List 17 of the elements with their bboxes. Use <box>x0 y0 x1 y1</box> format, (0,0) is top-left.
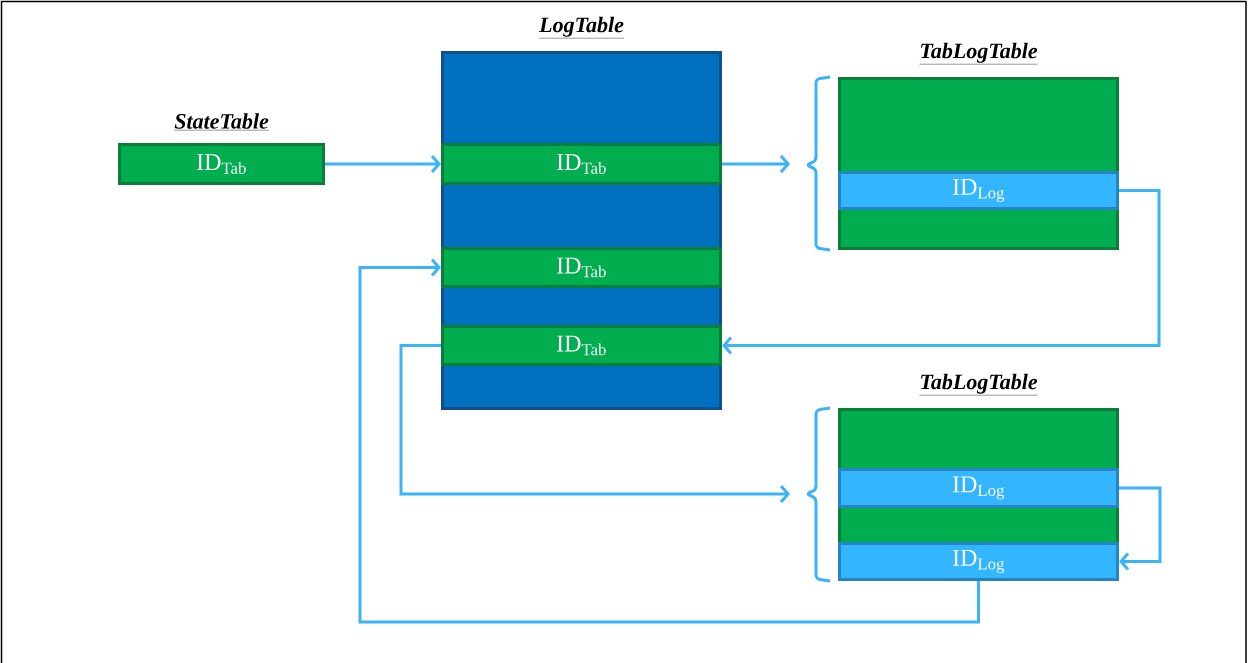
table-title: TabLogTable <box>919 42 1038 65</box>
arrow <box>399 344 790 503</box>
table-title: StateTable <box>174 113 269 131</box>
table-row: ID$_{Tab}$ <box>118 143 325 185</box>
table-row: ID$_{Tab}$ <box>441 247 722 288</box>
arrow <box>358 258 980 624</box>
arrow <box>722 189 1161 355</box>
table-row: ID$_{Tab}$ <box>441 143 722 185</box>
table-row: ID$_{Log}$ <box>838 171 1119 210</box>
table-row: ID$_{Log}$ <box>838 468 1119 508</box>
arrow <box>722 155 790 173</box>
table-row: ID$_{Tab}$ <box>441 325 722 366</box>
table-title: LogTable <box>538 16 625 39</box>
table-row: ID$_{Log}$ <box>838 542 1119 581</box>
arrow <box>1119 486 1162 571</box>
arrow <box>325 155 441 173</box>
table-title: TabLogTable <box>919 373 1038 396</box>
